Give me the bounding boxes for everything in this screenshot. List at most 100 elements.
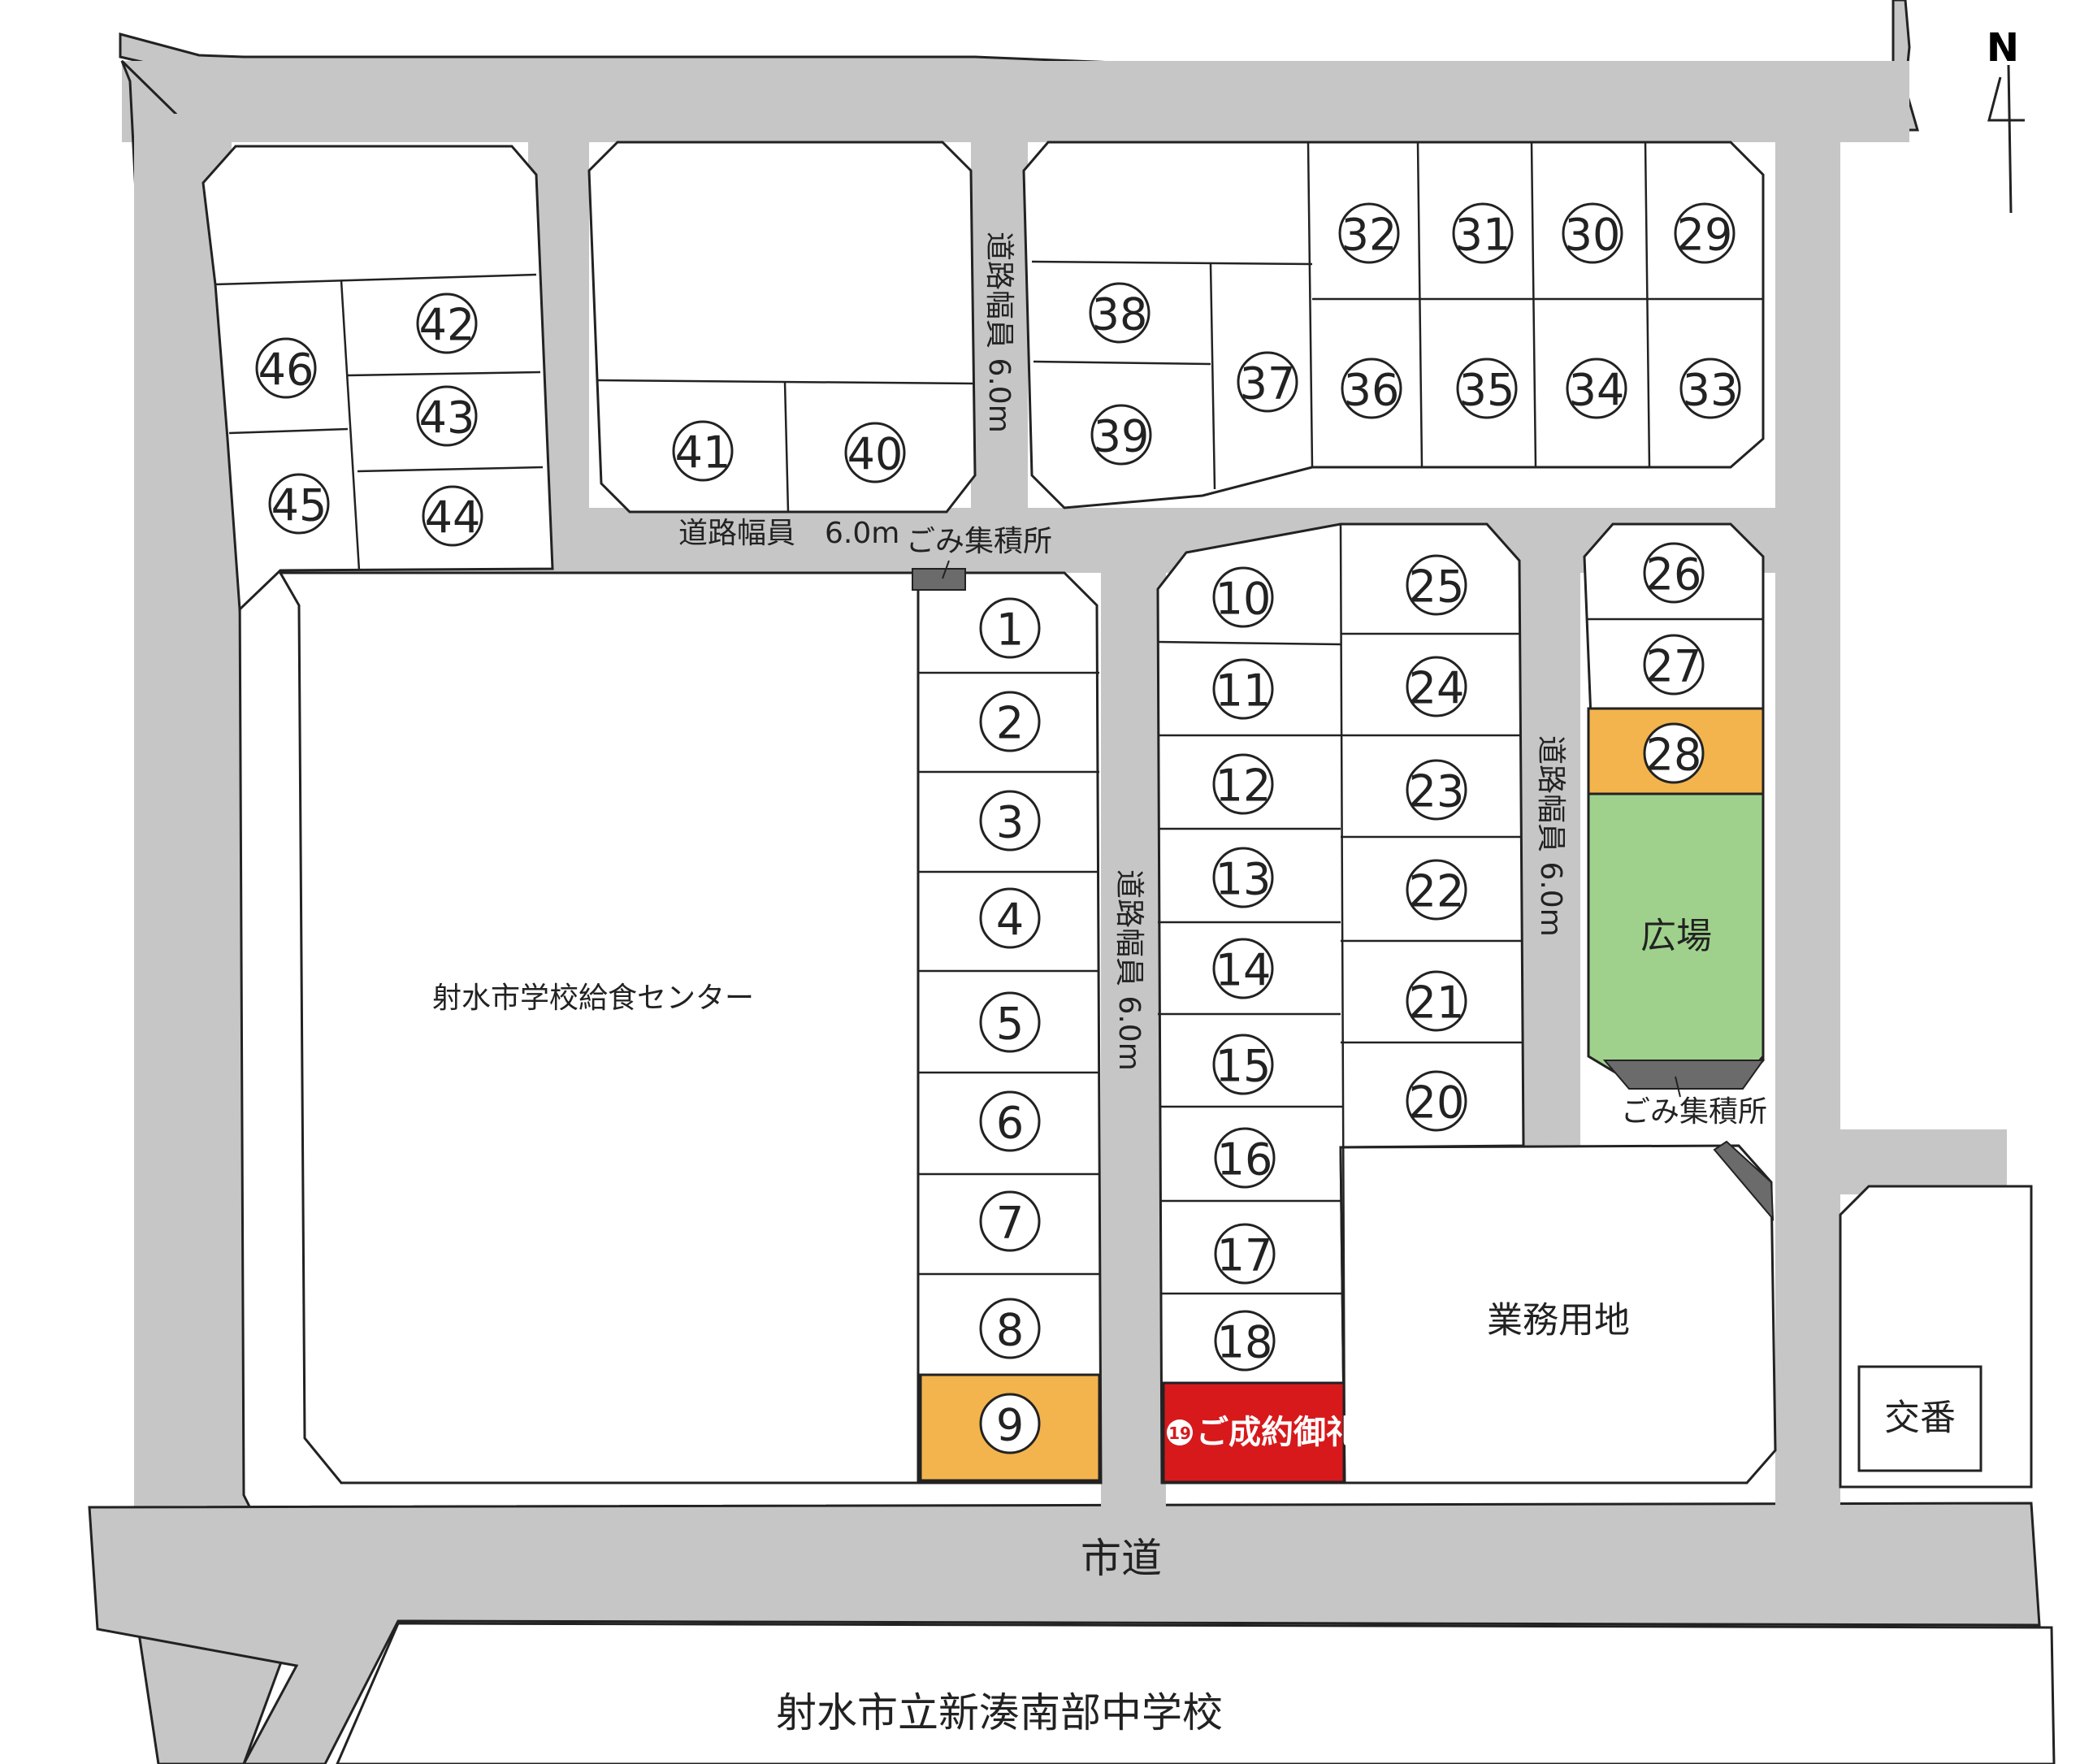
lot-number-23: 23 [1409,766,1465,817]
lot-marker-1[interactable]: 1 [979,597,1041,659]
lot-circle-39 [1090,404,1152,466]
lot-marker-37[interactable]: 37 [1237,351,1298,413]
lot-marker-11[interactable]: 11 [1212,658,1274,720]
lot-marker-17[interactable]: 17 [1214,1223,1276,1285]
lot-marker-35[interactable]: 35 [1456,358,1518,419]
lot-marker-16[interactable]: 16 [1214,1127,1276,1189]
lot-marker-41[interactable]: 41 [672,420,734,482]
lot-marker-15[interactable]: 15 [1212,1034,1274,1095]
lot-marker-18[interactable]: 18 [1214,1310,1276,1372]
lunch-center-label: 射水市学校給食センター [432,982,754,1015]
lot-number-9: 9 [996,1400,1024,1451]
lot-marker-2[interactable]: 2 [979,691,1041,752]
lot-marker-28[interactable]: 28 [1643,722,1705,784]
lot-number-33: 33 [1683,365,1739,416]
lot-marker-13[interactable]: 13 [1212,847,1274,908]
lot-marker-43[interactable]: 43 [416,385,478,447]
lot-number-43: 43 [419,392,475,444]
compass-north-arrow [1987,64,2025,214]
lot-number-2: 2 [996,698,1024,749]
lot-number-39: 39 [1094,411,1150,462]
compass-north-label: N [1987,25,2019,71]
lot-circle-15 [1212,1034,1274,1095]
lot-marker-21[interactable]: 21 [1406,970,1467,1032]
lot-marker-20[interactable]: 20 [1406,1070,1467,1132]
lot-circle-16 [1214,1127,1276,1189]
lot-marker-14[interactable]: 14 [1212,938,1274,999]
lot-number-45: 45 [271,480,327,531]
lot-marker-4[interactable]: 4 [979,887,1041,949]
police-box-label: 交番 [1884,1398,1956,1439]
lot-number-38: 38 [1092,289,1148,340]
lot-marker-29[interactable]: 29 [1674,202,1736,264]
lot-marker-45[interactable]: 45 [268,473,330,535]
lot-circle-43 [416,385,478,447]
lot-marker-24[interactable]: 24 [1406,656,1467,717]
road-v4 [1519,520,1580,1186]
lot-marker-30[interactable]: 30 [1562,202,1623,264]
road-width-label-upper: 道路幅員 6.0m [678,517,899,550]
lot-number-25: 25 [1409,561,1465,613]
lot-number-7: 7 [996,1198,1024,1249]
lot-circle-30 [1562,202,1623,264]
lot-marker-34[interactable]: 34 [1566,358,1627,419]
lot-marker-3[interactable]: 3 [979,790,1041,852]
lot-marker-32[interactable]: 32 [1338,202,1400,264]
lot-circle-23 [1406,759,1467,821]
lot-number-26: 26 [1646,549,1702,600]
lot-marker-22[interactable]: 22 [1406,859,1467,921]
lot-circle-29 [1674,202,1736,264]
road-left-band [134,114,232,1511]
lot-number-11: 11 [1216,665,1272,717]
lot-marker-8[interactable]: 8 [979,1298,1041,1359]
lot-number-44: 44 [425,492,481,544]
plaza-label: 広場 [1640,916,1712,957]
lot-marker-38[interactable]: 38 [1089,282,1150,344]
lot-marker-7[interactable]: 7 [979,1190,1041,1252]
road-right-stub [1812,1129,2007,1194]
lot-marker-23[interactable]: 23 [1406,759,1467,821]
lot-number-42: 42 [419,300,475,351]
lot-circle-17 [1214,1223,1276,1285]
lot-19-number-circle [1167,1419,1193,1445]
lot-marker-44[interactable]: 44 [422,485,483,547]
lot-marker-9[interactable]: 9 [979,1393,1041,1454]
lot-marker-26[interactable]: 26 [1643,542,1705,604]
lot-marker-10[interactable]: 10 [1212,566,1274,628]
lot-number-22: 22 [1409,866,1465,917]
lot-circle-20 [1406,1070,1467,1132]
lot-marker-12[interactable]: 12 [1212,753,1274,815]
road-width-label-v3: 道路幅員 6.0m [1534,735,1567,937]
garbage-label-1: ごみ集積所 [906,525,1052,558]
lot-marker-33[interactable]: 33 [1679,358,1741,419]
lot-number-17: 17 [1217,1230,1273,1281]
road-v2 [971,122,1028,577]
lot-marker-25[interactable]: 25 [1406,554,1467,616]
lot-number-37: 37 [1240,358,1296,410]
lot-marker-6[interactable]: 6 [979,1090,1041,1152]
road-v3 [1101,536,1166,1528]
lot-circle-6 [979,1090,1041,1152]
lot-marker-27[interactable]: 27 [1643,634,1705,696]
lot-number-46: 46 [258,345,314,396]
lot-circle-8 [979,1298,1041,1359]
lot-circle-1 [979,597,1041,659]
lot-marker-42[interactable]: 42 [416,293,478,354]
lot-number-28: 28 [1646,730,1702,781]
lot-marker-39[interactable]: 39 [1090,404,1152,466]
lot-number-24: 24 [1409,663,1465,714]
lot-circle-31 [1452,202,1514,264]
lot-circle-35 [1456,358,1518,419]
lot-marker-40[interactable]: 40 [844,422,906,483]
lot-circle-18 [1214,1310,1276,1372]
lot-marker-36[interactable]: 36 [1341,358,1402,419]
lot-marker-5[interactable]: 5 [979,991,1041,1053]
lot-circle-26 [1643,542,1705,604]
lot-number-1: 1 [996,605,1024,656]
lot-number-10: 10 [1216,574,1272,625]
lot-marker-31[interactable]: 31 [1452,202,1514,264]
lot-circle-37 [1237,351,1298,413]
lot-marker-46[interactable]: 46 [255,337,317,399]
lot-circle-7 [979,1190,1041,1252]
